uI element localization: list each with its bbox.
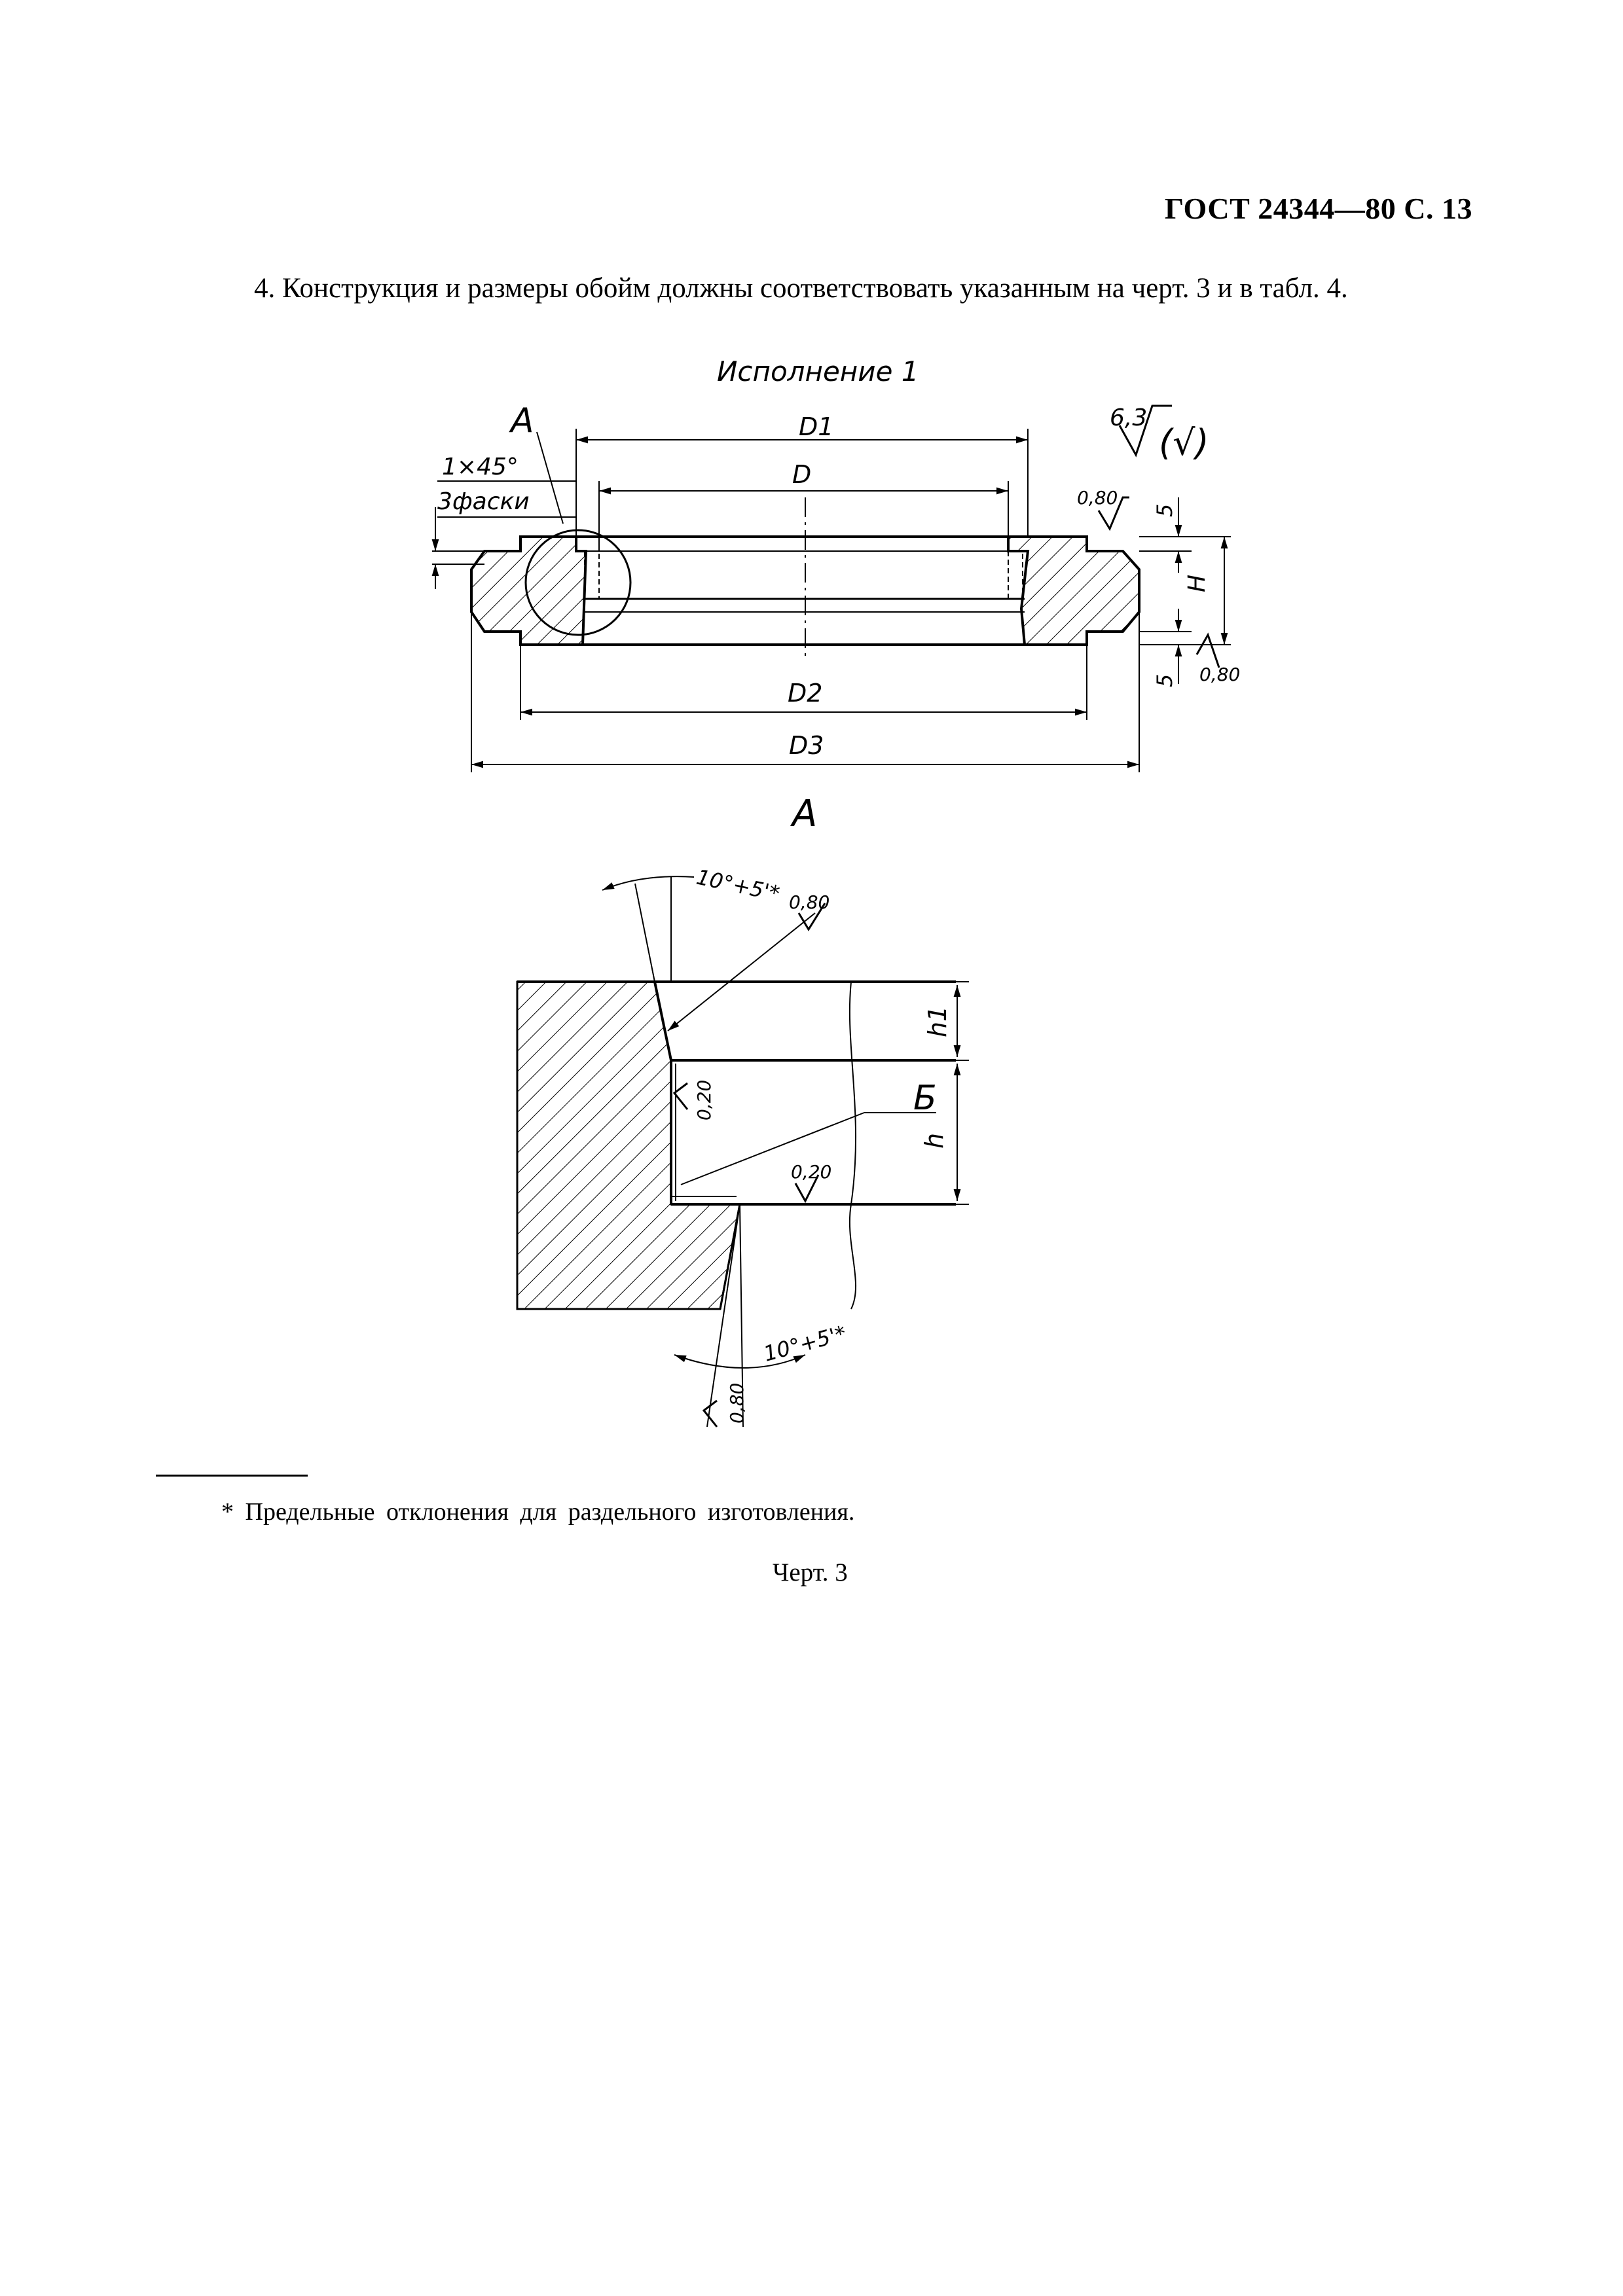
detail-label-a: A — [509, 401, 534, 440]
footnote: * Предельные отклонения для раздельного … — [221, 1498, 855, 1526]
angle-bottom: 10°+5'* — [761, 1321, 848, 1367]
footnote-rule — [156, 1475, 308, 1477]
page-header: ГОСТ 24344—80 С. 13 — [1164, 192, 1472, 225]
view-label-b: Б — [913, 1079, 937, 1118]
roughness-general-paren: (√) — [1159, 422, 1209, 463]
chamfer-label: 1×45° — [442, 454, 519, 480]
ring-section — [470, 431, 1140, 661]
roughness-top-right: 0,80 — [1077, 487, 1118, 509]
angle-top: 10°+5'* — [694, 865, 782, 906]
dim-h-label: H — [1184, 575, 1211, 592]
drawing-labels: Исполнение 1 A 1×45° 3фаски 6,3 (√) 0,80… — [437, 355, 1240, 1424]
dim-h-small-label: h — [920, 1133, 949, 1149]
section-title-a: A — [790, 793, 817, 835]
roughness-a-top: 0,80 — [789, 891, 830, 913]
dim-offset-bottom: 5 — [1152, 674, 1177, 687]
dim-d3-label: D3 — [789, 731, 824, 760]
roughness-symbols — [672, 404, 1220, 1427]
dim-d2-label: D2 — [788, 679, 822, 708]
dim-d1-label: D1 — [799, 412, 833, 441]
roughness-general: 6,3 — [1110, 404, 1147, 431]
figure-caption: Черт. 3 — [773, 1558, 848, 1587]
dim-offset-top: 5 — [1152, 504, 1177, 517]
dim-d-label: D — [792, 460, 811, 489]
detail-a — [516, 876, 969, 1427]
intro-paragraph: 4. Конструкция и размеры обойм должны со… — [254, 273, 1348, 304]
dim-h1-label: h1 — [923, 1006, 952, 1037]
variant-title: Исполнение 1 — [717, 355, 919, 387]
roughness-a-side: 0,20 — [693, 1080, 715, 1121]
chamfer-note: 3фаски — [437, 488, 530, 515]
roughness-a-bottom: 0,20 — [791, 1161, 831, 1183]
roughness-a-lower: 0,80 — [726, 1383, 748, 1424]
dimension-lines — [431, 429, 1231, 772]
